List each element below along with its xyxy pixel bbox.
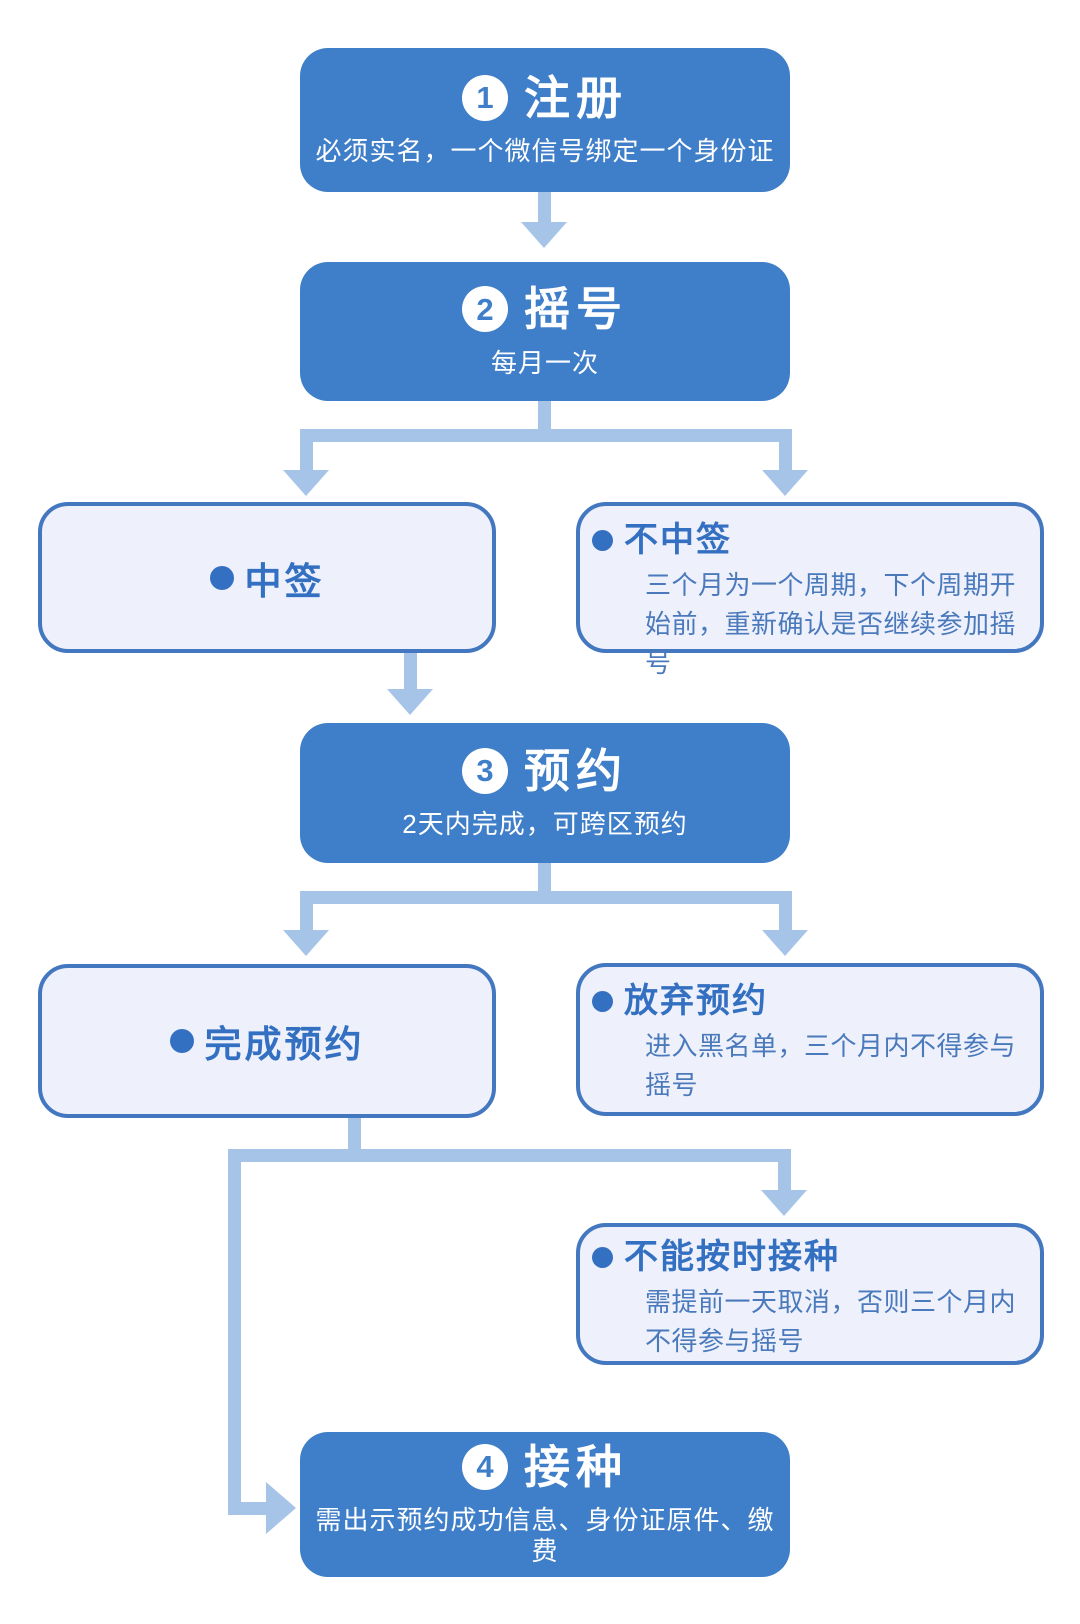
connector-complete-step4-drop — [228, 1162, 241, 1515]
connector-step3-split-bar — [300, 891, 792, 904]
step-3-number-badge: 3 — [462, 747, 508, 794]
branch-win-title-row: 中签 — [209, 551, 325, 605]
branch-miss-title-row: 不能按时接种 — [592, 1235, 1026, 1279]
connector-step2-split-stem — [538, 401, 551, 432]
connector-complete-split-stem — [348, 1118, 361, 1154]
step-1-number: 1 — [476, 80, 494, 116]
arrow-down-icon — [761, 1190, 807, 1216]
step-1-subtitle: 必须实名，一个微信号绑定一个身份证 — [315, 136, 775, 167]
branch-abandon-title: 放弃预约 — [624, 982, 768, 1020]
bullet-icon — [592, 990, 613, 1012]
branch-abandon-title-row: 放弃预约 — [592, 979, 1026, 1023]
arrow-down-icon — [521, 222, 567, 248]
branch-miss-body: 需提前一天取消，否则三个月内不得参与摇号 — [645, 1287, 1017, 1357]
step-1-title-row: 1 注册 — [462, 73, 628, 124]
step-1-title: 注册 — [524, 71, 628, 124]
branch-complete-title-row: 完成预约 — [169, 1014, 365, 1068]
step-4-number-badge: 4 — [462, 1443, 508, 1490]
connector-step3-abandon-drop — [779, 904, 792, 932]
bullet-icon — [169, 1029, 194, 1053]
step-4-title-row: 4 接种 — [462, 1440, 628, 1493]
bullet-icon — [592, 1246, 613, 1268]
branch-win-box: 中签 — [38, 502, 496, 653]
connector-step3-complete-drop — [300, 904, 313, 932]
connector-complete-miss-drop — [778, 1162, 791, 1192]
step-2-number-badge: 2 — [462, 286, 508, 333]
connector-step3-split-stem — [538, 863, 551, 894]
branch-lose-title: 不中签 — [624, 521, 732, 559]
branch-lose-box: 不中签 三个月为一个周期，下个周期开始前，重新确认是否继续参加摇号 — [576, 502, 1044, 678]
arrow-down-icon — [283, 470, 329, 496]
branch-win-title: 中签 — [244, 560, 325, 602]
step-3-title-row: 3 预约 — [462, 746, 628, 797]
step-3-title: 预约 — [524, 744, 628, 797]
step-2-number: 2 — [476, 291, 494, 327]
step-2-subtitle: 每月一次 — [490, 347, 599, 378]
step-4-vaccinate-box: 4 接种 需出示预约成功信息、身份证原件、缴费 — [300, 1432, 790, 1577]
arrow-down-icon — [762, 470, 808, 496]
arrow-down-icon — [283, 930, 329, 956]
bullet-icon — [209, 565, 234, 590]
step-2-title-row: 2 摇号 — [462, 284, 628, 335]
branch-lose-body: 三个月为一个周期，下个周期开始前，重新确认是否继续参加摇号 — [645, 570, 1017, 679]
branch-miss-title: 不能按时接种 — [624, 1238, 840, 1276]
connector-win-step3-stem — [404, 653, 417, 691]
connector-step2-lose-drop — [779, 442, 792, 472]
branch-complete-box: 完成预约 — [38, 964, 496, 1118]
step-4-title: 接种 — [524, 1440, 628, 1493]
step-2-lottery-box: 2 摇号 每月一次 — [300, 262, 790, 401]
step-1-number-badge: 1 — [462, 74, 508, 121]
arrow-right-icon — [266, 1482, 296, 1534]
bullet-icon — [592, 529, 613, 551]
step-3-appointment-box: 3 预约 2天内完成，可跨区预约 — [300, 723, 790, 863]
step-1-register-box: 1 注册 必须实名，一个微信号绑定一个身份证 — [300, 48, 790, 192]
arrow-down-icon — [387, 689, 433, 715]
step-3-number: 3 — [476, 753, 494, 789]
connector-complete-step4-leg — [228, 1502, 272, 1515]
connector-complete-split-bar — [228, 1149, 791, 1162]
step-2-title: 摇号 — [524, 283, 628, 336]
connector-step2-split-bar — [300, 429, 792, 442]
branch-complete-title: 完成预约 — [204, 1024, 365, 1065]
arrow-down-icon — [762, 930, 808, 956]
branch-miss-box: 不能按时接种 需提前一天取消，否则三个月内不得参与摇号 — [576, 1223, 1044, 1365]
step-4-subtitle: 需出示预约成功信息、身份证原件、缴费 — [315, 1505, 775, 1567]
branch-lose-title-row: 不中签 — [592, 518, 1026, 562]
step-4-number: 4 — [476, 1449, 494, 1485]
branch-abandon-body: 进入黑名单，三个月内不得参与摇号 — [645, 1031, 1017, 1101]
connector-step1-step2-stem — [538, 192, 551, 224]
connector-step2-win-drop — [300, 442, 313, 472]
step-3-subtitle: 2天内完成，可跨区预约 — [402, 809, 688, 840]
branch-abandon-box: 放弃预约 进入黑名单，三个月内不得参与摇号 — [576, 963, 1044, 1116]
